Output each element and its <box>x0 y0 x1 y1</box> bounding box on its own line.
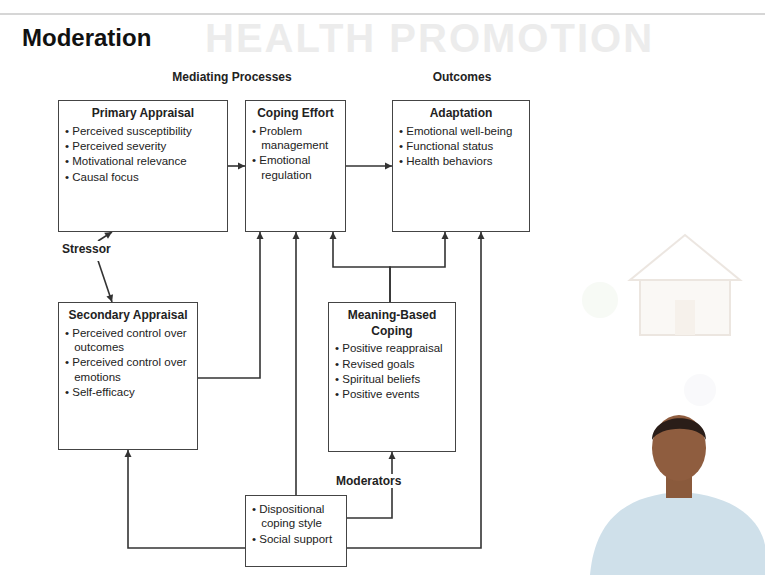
box-heading: Stressor <box>62 242 111 258</box>
connector-arrow <box>198 232 264 378</box>
bullet-item: • Emotional regulation <box>252 153 339 182</box>
bullet-item: • Perceived control over outcomes <box>65 326 191 355</box>
bullet-item: • Causal focus <box>65 170 221 184</box>
connector-arrow <box>390 232 449 302</box>
column-heading: Outcomes <box>433 70 492 84</box>
bullet-item: • Self-efficacy <box>65 385 191 399</box>
connector-line <box>128 450 245 548</box>
arrow-head <box>125 450 132 457</box>
connector-arrow <box>293 232 300 495</box>
connector-arrow <box>98 261 113 302</box>
meaning-box: Meaning-Based Coping • Positive reapprais… <box>328 302 456 452</box>
outcome-box: Adaptation • Emotional well-being• Functi… <box>392 100 530 232</box>
arrow-head <box>385 163 392 170</box>
connector-line <box>295 232 297 495</box>
box-heading: Coping Effort <box>252 106 339 122</box>
moderator-box: Moderators• Dispositional coping style• … <box>245 495 347 567</box>
column-heading: Mediating Processes <box>172 70 291 84</box>
bullet-item: • Social support <box>252 532 340 546</box>
box-heading: Primary Appraisal <box>65 106 221 122</box>
connector-arrow <box>330 232 391 302</box>
connector-line <box>98 232 112 241</box>
watermark: HEALTH PROMOTION <box>205 16 654 61</box>
bullet-item: • Spiritual beliefs <box>335 372 449 386</box>
connector-arrow <box>125 450 246 548</box>
bullet-item: • Positive events <box>335 387 449 401</box>
coping-box: Coping Effort • Problem management• Emoti… <box>245 100 346 232</box>
connector-arrow <box>98 232 112 241</box>
bullet-item: • Perceived severity <box>65 139 221 153</box>
house-sketch <box>582 235 740 406</box>
bullet-item: • Perceived susceptibility <box>65 124 221 138</box>
box-heading: Meaning-Based Coping <box>335 308 449 339</box>
arrow-head <box>389 452 396 459</box>
slide-title: Moderation <box>22 24 151 52</box>
appraisal-box: Primary Appraisal • Perceived susceptibil… <box>58 100 228 232</box>
bullet-item: • Positive reappraisal <box>335 341 449 355</box>
bullet-item: • Motivational relevance <box>65 154 221 168</box>
arrow-head <box>442 232 449 239</box>
bullet-item: • Health behaviors <box>399 154 523 168</box>
appraisal-box: Secondary Appraisal • Perceived control o… <box>58 302 198 450</box>
arrow-head <box>330 232 337 239</box>
group-heading: Moderators <box>334 474 403 488</box>
connector-line <box>333 232 390 302</box>
connector-line <box>198 232 260 378</box>
connector-arrow <box>228 163 245 170</box>
bullet-item: • Problem management <box>252 124 339 153</box>
arrow-head <box>238 163 245 170</box>
bullet-item: • Revised goals <box>335 357 449 371</box>
arrow-head <box>293 232 300 239</box>
connector-line <box>390 232 445 302</box>
box-heading: Secondary Appraisal <box>65 308 191 324</box>
bullet-item: • Emotional well-being <box>399 124 523 138</box>
presenter-figure <box>590 415 765 575</box>
stressor-node: Stressor <box>60 241 113 261</box>
arrow-head <box>478 232 485 239</box>
box-heading: Adaptation <box>399 106 523 122</box>
bullet-item: • Functional status <box>399 139 523 153</box>
bullet-item: • Dispositional coping style <box>252 502 340 531</box>
arrow-head <box>257 232 264 239</box>
header-rule <box>0 13 765 15</box>
bullet-item: • Perceived control over emotions <box>65 355 191 384</box>
arrow-head <box>104 232 112 239</box>
connector-arrow <box>346 163 392 170</box>
arrow-head <box>106 294 113 302</box>
